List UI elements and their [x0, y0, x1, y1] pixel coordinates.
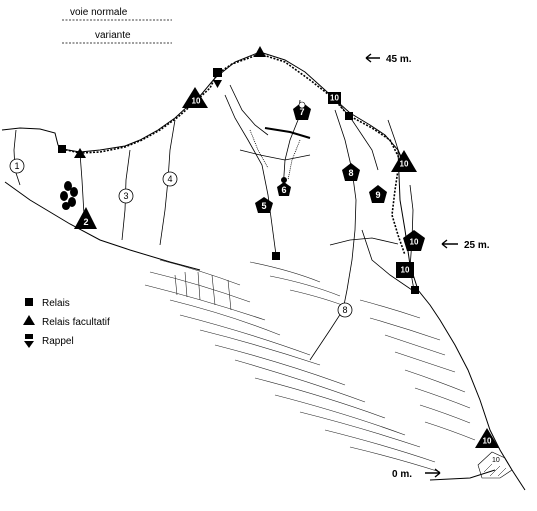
base-rock: 10 — [477, 451, 513, 479]
small-10-label: 10 — [492, 457, 500, 464]
optional-relay-10-b: 10 — [391, 150, 417, 172]
pentagon-5: 5 — [255, 197, 273, 213]
relay-icon — [345, 112, 353, 120]
header-legend: voie normale variante — [62, 7, 172, 44]
legend-relay-icon — [25, 298, 33, 306]
height-bottom-label: 0 m. — [392, 469, 412, 480]
pentagon-7: 7 — [293, 101, 311, 120]
route-circle-1: 1 — [9, 158, 25, 174]
svg-text:9: 9 — [375, 190, 380, 200]
normal-route — [61, 53, 406, 256]
relay-icon — [58, 145, 66, 153]
svg-text:8: 8 — [342, 305, 347, 315]
legend-rappel-label: Rappel — [42, 336, 74, 347]
legend-optional-relay-icon — [23, 315, 35, 325]
normal-route-label: voie normale — [70, 7, 128, 18]
vegetation-icon — [60, 181, 78, 210]
legend-optional-relay-label: Relais facultatif — [42, 317, 110, 328]
relay-icon — [272, 252, 280, 260]
height-marker-middle: 25 m. — [441, 239, 490, 251]
optional-relay-10-c: 10 — [475, 428, 499, 448]
pentagon-6: 6 — [277, 177, 291, 196]
route-circle-8: 8 — [337, 302, 353, 318]
optional-relay-icon — [74, 148, 86, 158]
relay-icon — [213, 68, 222, 77]
svg-text:1: 1 — [14, 161, 19, 171]
ridge-outline — [1, 51, 526, 491]
pentagon-9: 9 — [369, 185, 387, 203]
pentagon-10: 10 — [403, 230, 425, 251]
route-circle-3: 3 — [118, 188, 134, 204]
svg-text:10: 10 — [483, 437, 492, 446]
legend-relay-label: Relais — [42, 298, 70, 309]
optional-relay-10-a: 10 — [182, 87, 208, 108]
route-lines — [13, 84, 415, 361]
relay-10-a: 10 — [328, 92, 341, 104]
optional-relay-icon — [254, 46, 266, 57]
svg-text:7: 7 — [299, 107, 304, 117]
svg-text:2: 2 — [83, 217, 88, 227]
height-top-label: 45 m. — [386, 54, 412, 65]
svg-text:10: 10 — [410, 238, 419, 247]
route-circle-4: 4 — [162, 171, 178, 187]
svg-text:5: 5 — [261, 201, 266, 211]
relay-10-b: 10 — [396, 262, 414, 278]
height-middle-label: 25 m. — [464, 240, 490, 251]
svg-text:3: 3 — [123, 191, 128, 201]
legend: Relais Relais facultatif Rappel — [23, 298, 110, 348]
relay-icon — [411, 286, 419, 294]
rappel-shading — [249, 127, 311, 181]
svg-text:8: 8 — [348, 168, 353, 178]
legend-rappel-icon — [25, 334, 33, 339]
svg-text:10: 10 — [401, 266, 410, 275]
scree-hatching — [144, 259, 476, 473]
svg-text:6: 6 — [281, 185, 286, 195]
relay-markers — [58, 46, 419, 294]
height-marker-top: 45 m. — [365, 53, 412, 65]
svg-text:10: 10 — [330, 94, 339, 103]
rappel-icon — [213, 80, 222, 88]
svg-text:10: 10 — [192, 97, 201, 106]
svg-text:4: 4 — [167, 174, 172, 184]
pentagon-8: 8 — [342, 163, 360, 181]
svg-text:10: 10 — [400, 160, 409, 169]
optional-relay-2: 2 — [74, 207, 97, 229]
height-marker-bottom: 0 m. — [392, 468, 441, 480]
variant-label: variante — [95, 30, 131, 41]
